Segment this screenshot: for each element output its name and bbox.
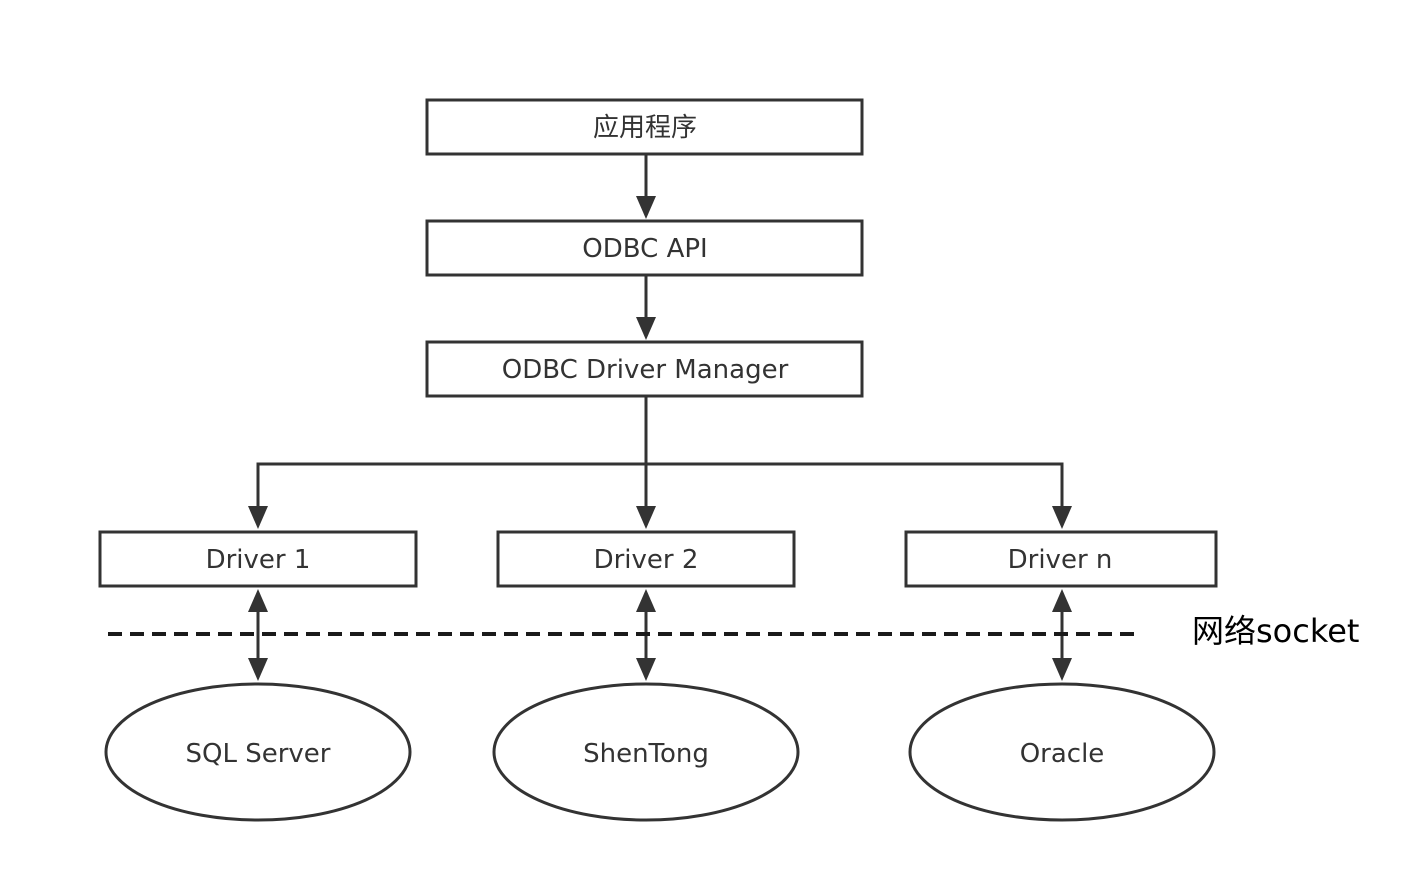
arrowhead-manager-to-driver-1 xyxy=(248,506,268,529)
node-driver-n: Driver n xyxy=(904,530,1218,588)
connector-manager-branch xyxy=(256,462,1064,508)
node-odbc-api: ODBC API xyxy=(425,219,864,277)
node-shentong-ellipse xyxy=(492,682,800,822)
node-odbc-api-box xyxy=(425,219,864,277)
node-shentong: ShenTong xyxy=(492,682,800,822)
arrowhead-api-to-manager xyxy=(636,317,656,340)
node-odbc-api-label: ODBC API xyxy=(582,234,707,264)
arrowhead-driver-n-up xyxy=(1052,589,1072,612)
arrowhead-sql-server-down xyxy=(248,658,268,681)
node-driver-manager-label: ODBC Driver Manager xyxy=(502,355,789,385)
arrowhead-shentong-down xyxy=(636,658,656,681)
arrowhead-manager-to-driver-2 xyxy=(636,506,656,529)
node-app-box xyxy=(425,98,864,156)
node-driver-1-label: Driver 1 xyxy=(206,545,311,575)
node-driver-2-label: Driver 2 xyxy=(594,545,699,575)
node-driver-n-box xyxy=(904,530,1218,588)
arrowhead-driver-1-up xyxy=(248,589,268,612)
node-driver-1-box xyxy=(98,530,418,588)
arrowhead-oracle-down xyxy=(1052,658,1072,681)
node-driver-n-label: Driver n xyxy=(1008,545,1113,575)
network-boundary: 网络socket xyxy=(108,612,1359,650)
node-oracle-ellipse xyxy=(908,682,1216,822)
network-boundary-label: 网络socket xyxy=(1192,612,1359,650)
arrowhead-manager-to-driver-n xyxy=(1052,506,1072,529)
node-sql-server: SQL Server xyxy=(104,682,412,822)
node-oracle-label: Oracle xyxy=(1020,739,1105,769)
arrowhead-driver-2-up xyxy=(636,589,656,612)
node-driver-2: Driver 2 xyxy=(496,530,796,588)
node-shentong-label: ShenTong xyxy=(583,739,709,769)
arrowhead-app-to-api xyxy=(636,196,656,219)
node-app: 应用程序 xyxy=(425,98,864,156)
node-oracle: Oracle xyxy=(908,682,1216,822)
node-sql-server-ellipse xyxy=(104,682,412,822)
node-driver-manager-box xyxy=(425,340,864,398)
node-driver-1: Driver 1 xyxy=(98,530,418,588)
node-sql-server-label: SQL Server xyxy=(186,739,331,769)
node-app-label: 应用程序 xyxy=(593,113,697,143)
node-driver-2-box xyxy=(496,530,796,588)
node-driver-manager: ODBC Driver Manager xyxy=(425,340,864,398)
